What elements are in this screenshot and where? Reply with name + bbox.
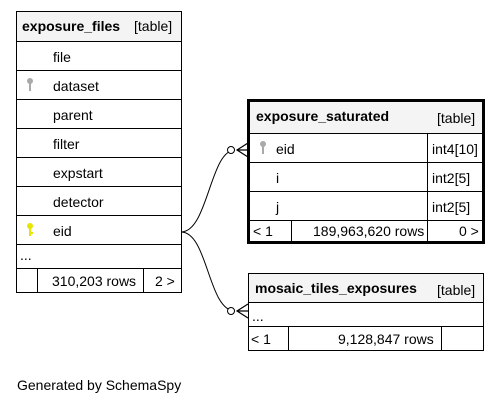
column-row-i[interactable]: i int2[5]: [250, 162, 482, 192]
column-type: int2[5]: [432, 170, 471, 186]
table-header[interactable]: exposure_files [table]: [17, 12, 181, 42]
table-footer: < 1 189,963,620 rows 0 >: [250, 220, 482, 241]
column-row-filter[interactable]: filter: [17, 128, 181, 158]
children-count-link[interactable]: 0 >: [459, 223, 479, 239]
relationship-line-eid-to-exposure-saturated: [180, 149, 236, 233]
foreign-key-icon: [27, 78, 33, 91]
column-row-dataset[interactable]: dataset: [17, 70, 181, 100]
column-row-parent[interactable]: parent: [17, 99, 181, 129]
ellipsis: ...: [20, 247, 32, 263]
column-row-expstart[interactable]: expstart: [17, 157, 181, 187]
relationship-optional-marker: [227, 307, 235, 315]
children-count-link[interactable]: 2 >: [155, 273, 175, 289]
table-type-tag: [table]: [437, 110, 476, 126]
parents-count-link[interactable]: < 1: [253, 223, 273, 239]
generated-by-caption: Generated by SchemaSpy: [17, 377, 182, 393]
column-name: parent: [53, 107, 93, 123]
table-mosaic-tiles-exposures[interactable]: mosaic_tiles_exposures [table] ... < 1 9…: [248, 273, 484, 351]
column-type: int2[5]: [432, 199, 471, 215]
table-name[interactable]: mosaic_tiles_exposures: [255, 280, 417, 296]
column-row-file[interactable]: file: [17, 41, 181, 71]
table-exposure-files[interactable]: exposure_files [table] file dataset pare…: [16, 11, 182, 293]
column-name: expstart: [53, 165, 103, 181]
column-row-eid[interactable]: eid int4[10]: [250, 133, 482, 163]
column-row-j[interactable]: j int2[5]: [250, 191, 482, 221]
more-columns-row[interactable]: ...: [249, 302, 483, 327]
column-name: eid: [276, 141, 295, 157]
column-name: detector: [53, 194, 104, 210]
table-footer: < 1 9,128,847 rows: [249, 326, 483, 350]
more-columns-row[interactable]: ...: [17, 244, 181, 269]
table-header[interactable]: mosaic_tiles_exposures [table]: [249, 274, 483, 302]
column-row-eid[interactable]: eid: [17, 215, 181, 245]
primary-key-icon: [27, 223, 33, 236]
column-row-detector[interactable]: detector: [17, 186, 181, 216]
table-name[interactable]: exposure_saturated: [256, 108, 390, 124]
table-exposure-saturated[interactable]: exposure_saturated [table] eid int4[10] …: [247, 99, 485, 244]
table-type-tag: [table]: [134, 18, 173, 34]
column-name: file: [53, 49, 71, 65]
column-type: int4[10]: [432, 141, 478, 157]
column-name: eid: [53, 223, 72, 239]
table-footer: 310,203 rows 2 >: [17, 268, 181, 292]
table-type-tag: [table]: [437, 282, 476, 298]
table-header[interactable]: exposure_saturated [table]: [250, 102, 482, 133]
relationship-line-eid-to-mosaic-tiles: [180, 231, 236, 312]
row-count: 310,203 rows: [52, 273, 137, 289]
relationship-crowfoot-marker: [235, 303, 249, 319]
row-count: 9,128,847 rows: [338, 331, 434, 347]
relationship-optional-marker: [227, 146, 235, 154]
foreign-key-icon: [260, 141, 266, 154]
row-count: 189,963,620 rows: [313, 223, 425, 239]
column-name: filter: [53, 136, 80, 152]
column-name: dataset: [53, 78, 99, 94]
column-name: i: [276, 170, 280, 186]
ellipsis: ...: [252, 308, 264, 324]
table-name[interactable]: exposure_files: [22, 18, 121, 34]
parents-count-link[interactable]: < 1: [251, 331, 271, 347]
column-name: j: [276, 199, 280, 215]
